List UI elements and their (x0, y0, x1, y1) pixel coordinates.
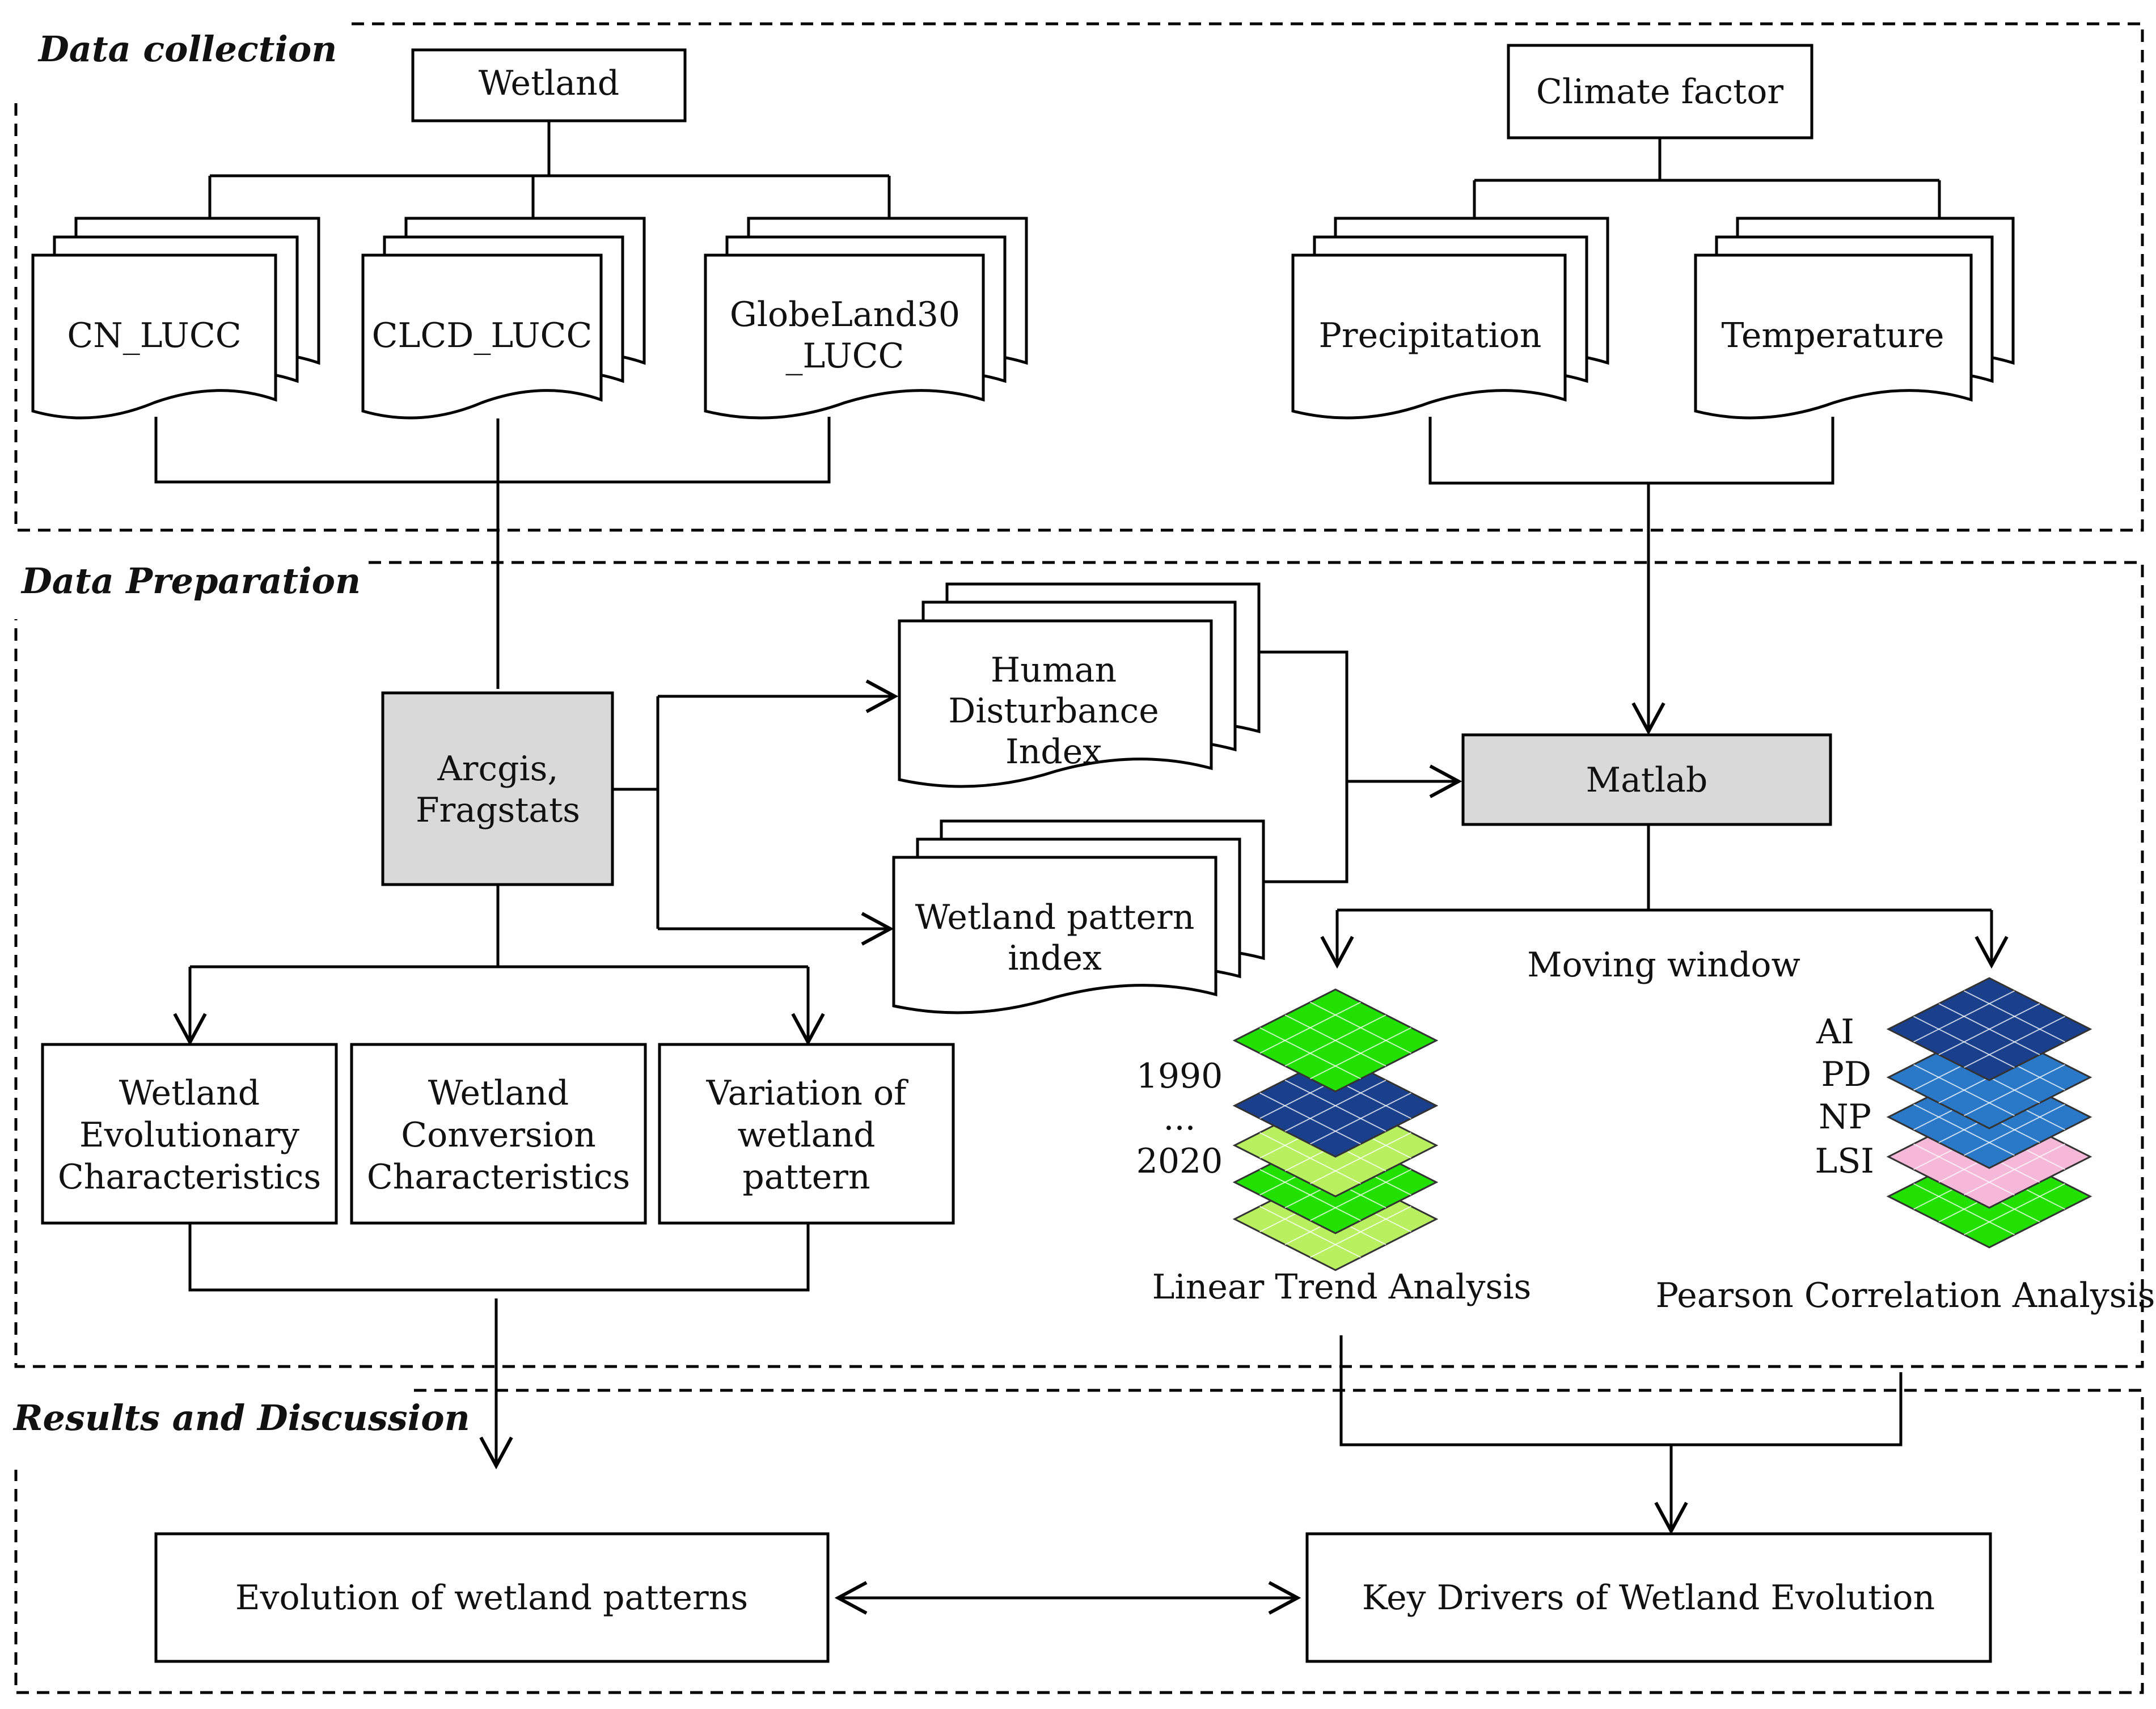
pearson-raster-stack (1886, 977, 2092, 1249)
year-start-label: 1990 (1136, 1056, 1223, 1096)
analysis-merge-connector (1339, 1335, 1903, 1446)
temperature-doc (1694, 217, 2015, 420)
cn-lucc-doc (31, 217, 320, 420)
globeland30-label-line2: _LUCC (786, 336, 904, 376)
arcgis-label-line2: Fragstats (416, 790, 580, 830)
moving-window-label: Moving window (1527, 945, 1800, 985)
hdi-label-line1: Human (991, 650, 1117, 690)
characteristics-merge-connector (188, 1223, 810, 1292)
hdi-label-line2: Disturbance (948, 691, 1159, 731)
climate-factor-label: Climate factor (1536, 72, 1783, 112)
conversion-characteristics-box (350, 1043, 647, 1225)
wetland-connector (208, 121, 891, 218)
data-collection-frame (14, 22, 2144, 532)
globeland30-label-line1: GlobeLand30 (730, 295, 960, 335)
index-lsi-label: LSI (1815, 1141, 1874, 1181)
data-preparation-frame (14, 561, 2144, 1368)
hdi-label-line3: Index (1005, 732, 1102, 772)
year-end-label: 2020 (1136, 1141, 1223, 1181)
evolution-patterns-box (154, 1532, 830, 1663)
arcgis-branch-connector (612, 696, 660, 929)
climate-connector (1473, 138, 1941, 218)
conversion-label-line2: Conversion (401, 1115, 596, 1155)
climate-factor-box (1507, 44, 1813, 139)
evolutionary-characteristics-box (41, 1043, 338, 1225)
variation-label-line3: pattern (742, 1157, 870, 1197)
trend-raster-stack (1232, 988, 1439, 1271)
pearson-label: Pearson Correlation Analysis (1656, 1276, 2155, 1315)
key-drivers-box (1305, 1532, 1992, 1663)
variation-label-line2: wetland (738, 1115, 876, 1155)
index-merge-connector (1259, 650, 1348, 883)
variation-label-line1: Variation of (706, 1073, 908, 1113)
results-frame (14, 1389, 2144, 1694)
clcd-lucc-doc (361, 217, 646, 420)
arcgis-down-connector (190, 885, 808, 968)
section-title-data-preparation: Data Preparation (20, 560, 361, 602)
arcgis-label-line1: Arcgis, (437, 749, 558, 789)
precipitation-label: Precipitation (1319, 316, 1542, 356)
temperature-label: Temperature (1721, 316, 1944, 356)
matlab-label: Matlab (1586, 760, 1708, 800)
wetland-box (411, 48, 687, 122)
evolutionary-label-line2: Evolutionary (79, 1115, 299, 1155)
index-np-label: NP (1819, 1097, 1871, 1137)
wpi-label-line2: index (1008, 938, 1102, 978)
index-pd-label: PD (1821, 1055, 1871, 1094)
climate-merge-connector (1428, 417, 1834, 485)
year-dots-label: ... (1163, 1098, 1195, 1138)
human-disturbance-index-doc (898, 582, 1261, 788)
key-drivers-label: Key Drivers of Wetland Evolution (1362, 1578, 1935, 1618)
wetland-label: Wetland (479, 64, 619, 103)
cn-lucc-label: CN_LUCC (67, 316, 241, 356)
matlab-branch-connector (1337, 824, 1992, 912)
section-title-results: Results and Discussion (12, 1397, 470, 1439)
index-ai-label: AI (1816, 1012, 1854, 1052)
globeland30-lucc-doc (704, 217, 1028, 420)
evolution-patterns-label: Evolution of wetland patterns (235, 1578, 748, 1618)
wetland-pattern-index-doc (892, 819, 1265, 1014)
lucc-merge-connector (154, 417, 831, 689)
linear-trend-label: Linear Trend Analysis (1152, 1267, 1532, 1307)
precipitation-doc (1291, 217, 1609, 420)
conversion-label-line3: Characteristics (367, 1157, 630, 1197)
variation-pattern-box (658, 1043, 955, 1225)
pearson-raster-layer (1886, 977, 2092, 1081)
evolutionary-label-line3: Characteristics (58, 1157, 321, 1197)
evolutionary-label-line1: Wetland (119, 1073, 260, 1113)
section-title-data-collection: Data collection (37, 28, 337, 70)
clcd-lucc-label: CLCD_LUCC (372, 316, 593, 356)
wpi-label-line1: Wetland pattern (915, 898, 1195, 937)
trend-raster-layer (1232, 988, 1439, 1093)
arcgis-fragstats-box (381, 691, 614, 886)
conversion-label-line1: Wetland (428, 1073, 569, 1113)
matlab-box (1461, 733, 1832, 826)
